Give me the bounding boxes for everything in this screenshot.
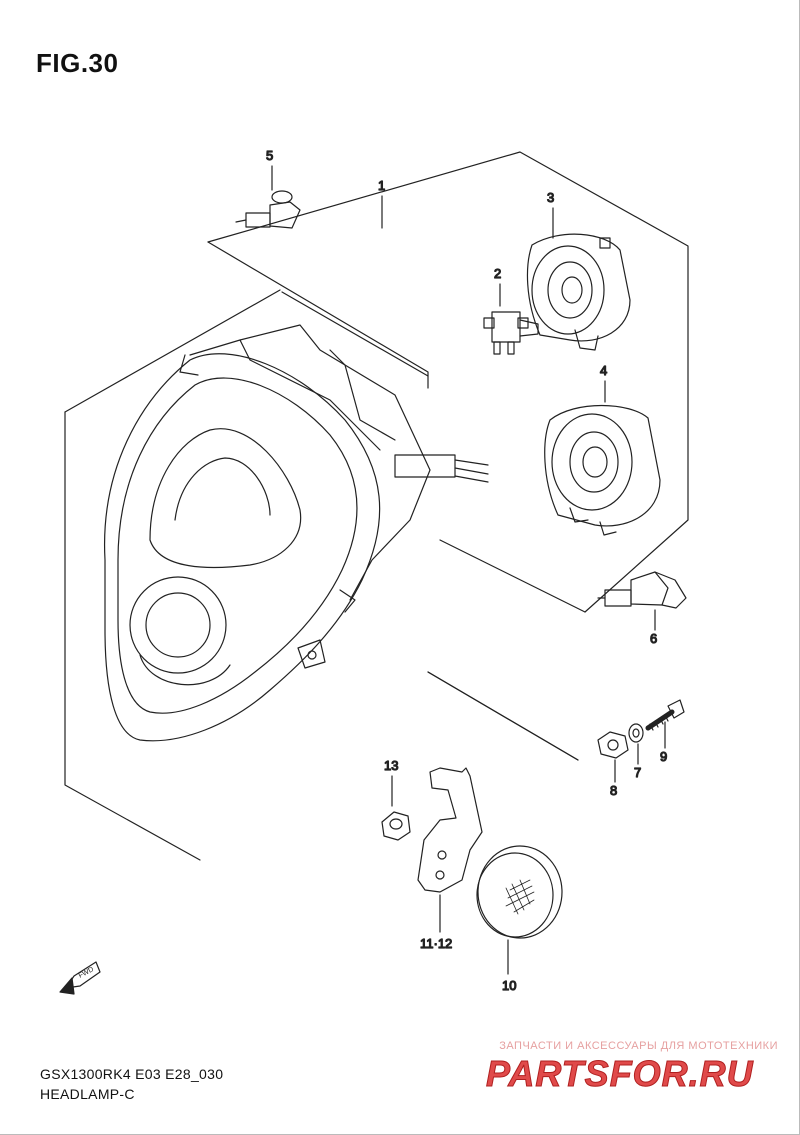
screw-9 — [645, 699, 685, 731]
callout-11-12: 11·12 — [420, 936, 452, 951]
cap-10 — [476, 845, 563, 939]
callout-8: 8 — [610, 783, 617, 798]
bulb-6 — [597, 571, 687, 609]
bracket-11-12 — [417, 767, 483, 893]
figure-title: FIG.30 — [36, 48, 119, 78]
socket-2 — [483, 311, 539, 355]
svg-text:PARTSFOR.RU: PARTSFOR.RU — [486, 1053, 754, 1094]
callout-10: 10 — [502, 978, 516, 993]
callout-6: 6 — [650, 631, 657, 646]
callout-2: 2 — [494, 266, 501, 281]
headlamp-assembly — [103, 324, 489, 742]
callout-3: 3 — [547, 190, 554, 205]
assembly-outline — [64, 151, 689, 861]
cover-3 — [526, 233, 631, 351]
nut-13 — [381, 811, 411, 841]
washer-7 — [628, 723, 644, 743]
model-code: GSX1300RK4 E03 E28_030 — [40, 1066, 224, 1082]
nut-8 — [597, 731, 629, 759]
watermark-logo: PARTSFOR.RU — [486, 1053, 754, 1095]
callout-13: 13 — [384, 758, 398, 773]
callout-4: 4 — [600, 363, 607, 378]
callout-1: 1 — [378, 178, 385, 193]
cover-4 — [544, 405, 661, 536]
watermark-tagline: ЗАПЧАСТИ И АКСЕССУАРЫ ДЛЯ МОТОТЕХНИКИ — [499, 1040, 778, 1052]
callout-9: 9 — [660, 749, 667, 764]
callout-5: 5 — [266, 148, 273, 163]
section-name: HEADLAMP-C — [40, 1086, 135, 1102]
callout-7: 7 — [634, 765, 641, 780]
fwd-arrow-icon: FWD — [59, 961, 101, 995]
bulb-5 — [235, 190, 301, 229]
